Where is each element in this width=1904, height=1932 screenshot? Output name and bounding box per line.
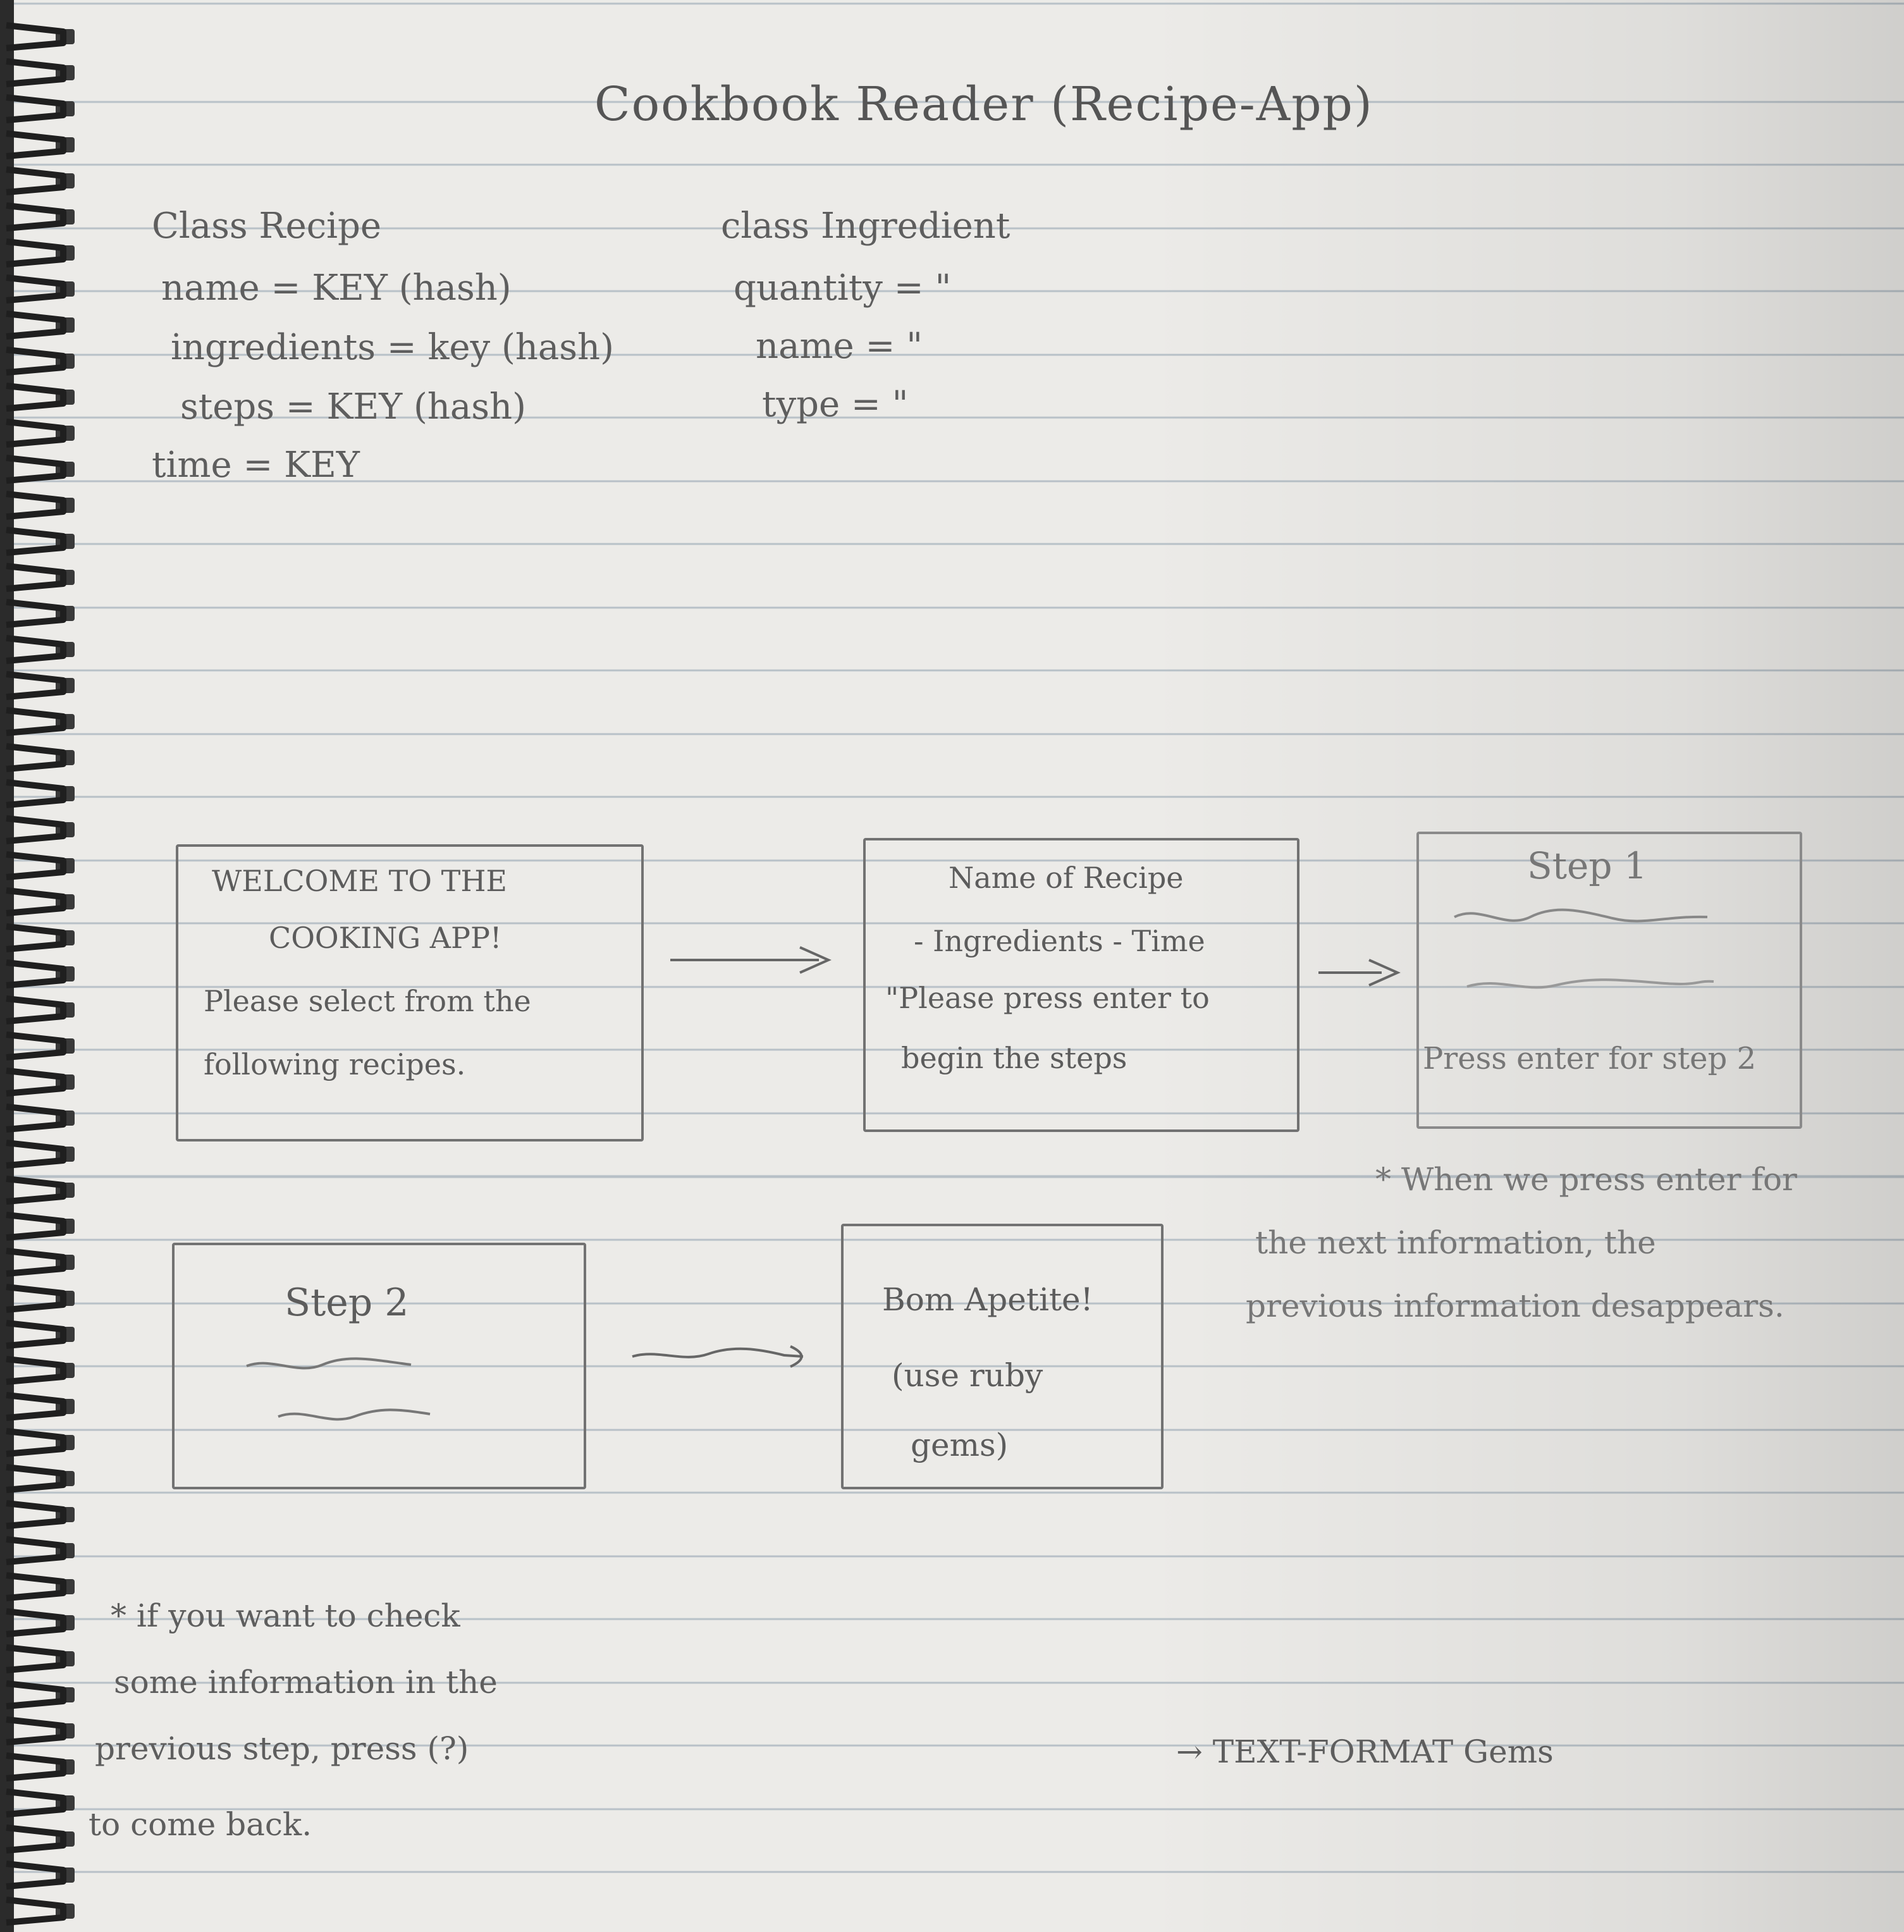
binding-coil xyxy=(6,1104,66,1133)
recipe-line-1: Name of Recipe xyxy=(949,861,1184,895)
binding-coil xyxy=(6,22,66,51)
binding-coil xyxy=(6,1212,66,1241)
binding-coil xyxy=(6,671,66,700)
binding-coil xyxy=(6,1392,66,1421)
step2-title: Step 2 xyxy=(285,1281,409,1325)
binding-coil xyxy=(6,1752,66,1781)
step2-scribble-lines xyxy=(246,1357,431,1421)
welcome-screen-box xyxy=(176,844,644,1141)
arrow-recipe-to-step1 xyxy=(1318,959,1401,987)
binding-coil xyxy=(6,563,66,592)
binding-coil xyxy=(6,527,66,556)
step1-scribble-lines xyxy=(1454,908,1714,989)
binding-coil xyxy=(6,743,66,772)
binding-coil xyxy=(6,851,66,880)
welcome-line-1: WELCOME TO THE xyxy=(212,864,508,898)
arrow-step2-to-final xyxy=(632,1345,804,1368)
binding-coil xyxy=(6,599,66,628)
binding-coil xyxy=(6,707,66,736)
binding-coil xyxy=(6,923,66,952)
binding-coil xyxy=(6,130,66,159)
enter-note-line-2: the next information, the xyxy=(1255,1224,1656,1261)
binding-coil xyxy=(6,1608,66,1637)
page-title: Cookbook Reader (Recipe-App) xyxy=(594,77,1373,132)
binding-coil xyxy=(6,1716,66,1745)
binding-coil xyxy=(6,1464,66,1493)
binding-coil xyxy=(6,1284,66,1313)
binding-coil xyxy=(6,1140,66,1169)
binding-coil xyxy=(6,635,66,664)
binding-coil xyxy=(6,815,66,844)
welcome-line-4: following recipes. xyxy=(204,1047,466,1081)
binding-coil xyxy=(6,419,66,448)
binding-coil xyxy=(6,166,66,195)
recipe-line-2: - Ingredients - Time xyxy=(914,924,1205,958)
binding-coil xyxy=(6,1861,66,1890)
class-ingredient-field-name: name = " xyxy=(756,326,923,367)
welcome-line-2: COOKING APP! xyxy=(269,921,502,955)
spiral-binding xyxy=(0,0,75,1932)
class-ingredient-header: class Ingredient xyxy=(721,206,1010,247)
back-note-line-1: * if you want to check xyxy=(111,1597,460,1634)
binding-coil xyxy=(6,959,66,988)
binding-coil xyxy=(6,274,66,304)
binding-coil xyxy=(6,94,66,123)
binding-coil xyxy=(6,1356,66,1385)
binding-coil xyxy=(6,1572,66,1601)
binding-coil xyxy=(6,1644,66,1673)
enter-note-line-3: previous information desappears. xyxy=(1246,1288,1784,1324)
binding-coil xyxy=(6,1031,66,1061)
binding-coil xyxy=(6,58,66,87)
binding-coil xyxy=(6,1248,66,1277)
class-recipe-field-time: time = KEY xyxy=(152,445,360,486)
class-ingredient-field-quantity: quantity = " xyxy=(734,268,952,309)
class-ingredient-field-type: type = " xyxy=(762,384,909,425)
back-note-line-2: some information in the xyxy=(114,1664,498,1701)
binding-coil xyxy=(6,311,66,340)
binding-coil xyxy=(6,238,66,268)
class-recipe-field-steps: steps = KEY (hash) xyxy=(180,386,526,428)
step1-title: Step 1 xyxy=(1527,844,1647,887)
binding-coil xyxy=(6,383,66,412)
class-recipe-header: Class Recipe xyxy=(152,206,381,247)
final-screen-box xyxy=(841,1224,1164,1489)
binding-coil xyxy=(6,1500,66,1529)
welcome-line-3: Please select from the xyxy=(204,984,531,1018)
binding-coil xyxy=(6,347,66,376)
recipe-line-3: "Please press enter to xyxy=(885,981,1210,1015)
recipe-screen-box xyxy=(863,838,1299,1132)
binding-coil xyxy=(6,1428,66,1457)
binding-coil xyxy=(6,1536,66,1565)
back-note-line-3: previous step, press (?) xyxy=(95,1730,469,1767)
gems-note: → TEXT-FORMAT Gems xyxy=(1176,1733,1554,1770)
binding-coil xyxy=(6,1320,66,1349)
step1-screen-box xyxy=(1416,832,1802,1129)
recipe-line-4: begin the steps xyxy=(901,1041,1127,1075)
binding-coil xyxy=(6,1068,66,1097)
class-recipe-field-ingredients: ingredients = key (hash) xyxy=(171,327,614,368)
binding-coil xyxy=(6,1680,66,1709)
binding-coil xyxy=(6,1176,66,1205)
binding-coil xyxy=(6,779,66,808)
arrow-welcome-to-recipe xyxy=(670,946,832,974)
binding-coil xyxy=(6,491,66,520)
binding-coil xyxy=(6,887,66,916)
step2-screen-box xyxy=(172,1243,586,1489)
binding-coil xyxy=(6,455,66,484)
binding-coil xyxy=(6,202,66,231)
class-recipe-field-name: name = KEY (hash) xyxy=(161,268,512,309)
final-line-2: (use ruby xyxy=(892,1357,1043,1394)
final-line-3: gems) xyxy=(911,1427,1009,1463)
paper-shadow xyxy=(1145,0,1904,1932)
binding-coil xyxy=(6,995,66,1024)
binding-coil xyxy=(6,1788,66,1818)
final-line-1: Bom Apetite! xyxy=(882,1281,1093,1318)
binding-coil xyxy=(6,1824,66,1854)
binding-coil xyxy=(6,1897,66,1926)
step1-footer: Press enter for step 2 xyxy=(1423,1041,1757,1076)
back-note-line-4: to come back. xyxy=(89,1806,312,1843)
enter-note-line-1: * When we press enter for xyxy=(1375,1161,1797,1198)
